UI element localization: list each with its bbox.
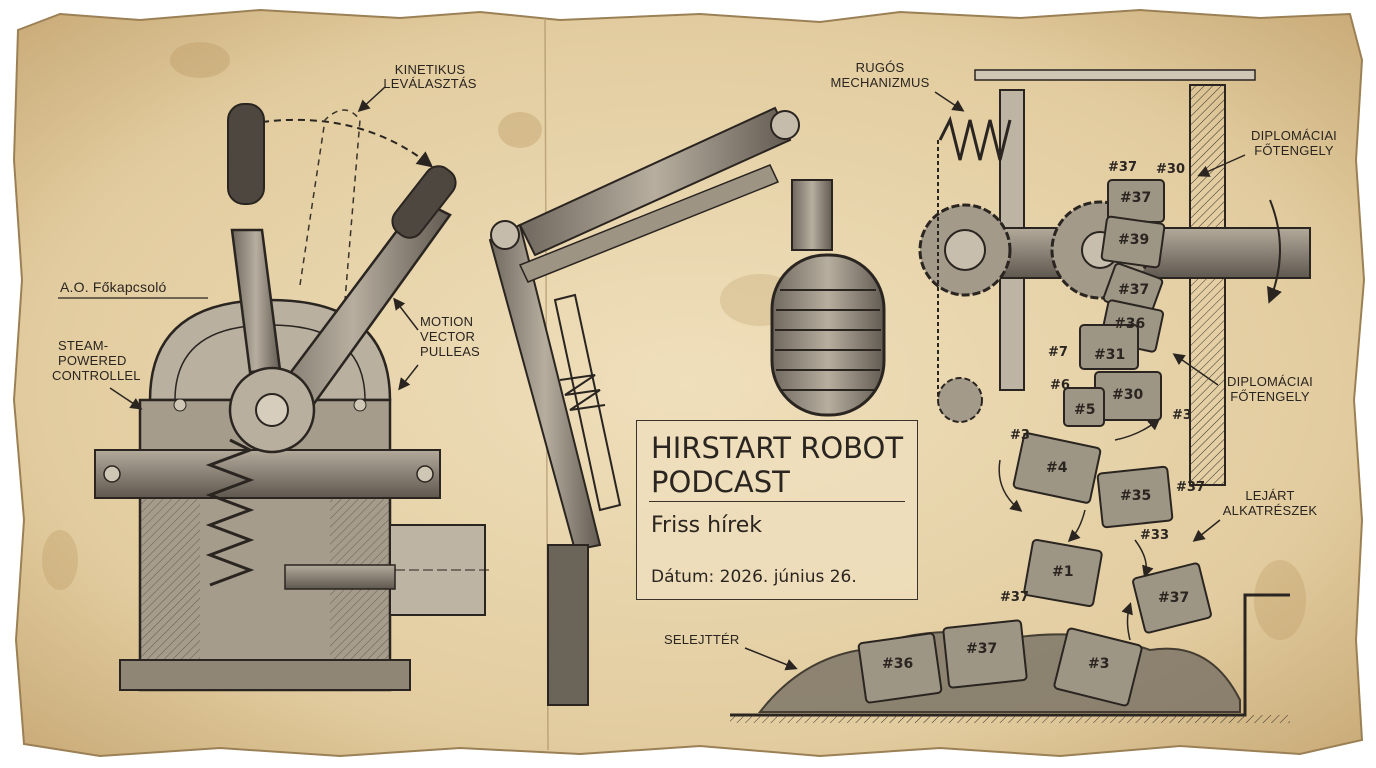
label-kinetikus: KINETIKUS [394,62,466,77]
tag-39-case: #39 [1118,232,1150,248]
label-motion-1: MOTION [420,314,474,329]
tag-37-low: #37 [1000,590,1029,605]
podcast-title-card: HIRSTART ROBOT PODCAST Friss hírek Dátum… [636,420,918,600]
tag-30-case: #30 [1112,387,1144,403]
tag-1-case: #1 [1052,564,1074,580]
podcast-date: Dátum: 2026. június 26. [651,567,857,587]
label-steam-2: POWERED [58,353,127,368]
tag-3-right: #3 [1172,408,1192,423]
tag-35-case: #35 [1120,488,1152,504]
tag-37-case: #37 [1120,190,1152,206]
title-divider [649,501,905,502]
tag-6: #6 [1050,378,1070,393]
tag-30-top: #30 [1156,162,1185,177]
tag-3-heap: #3 [1088,656,1110,672]
label-fotengely-1b: FŐTENGELY [1254,143,1334,158]
tag-36-heap: #36 [882,656,914,672]
label-selejtter: SELEJTTÉR [664,632,740,647]
tag-37-top: #37 [1108,160,1137,175]
label-rugos-1: RUGÓS [855,60,905,75]
label-steam-3: CONTROLLEL [52,368,141,383]
podcast-title-line-2: PODCAST [651,465,790,499]
label-diplomaciai-2a: DIPLOMÁCIAI [1227,374,1313,389]
tag-3-left: #3 [1010,428,1030,443]
label-diplomaciai-1a: DIPLOMÁCIAI [1251,128,1337,143]
label-lejart-2: ALKATRÉSZEK [1222,503,1318,518]
label-motion-2: VECTOR [420,329,476,344]
label-rugos-2: MECHANIZMUS [830,75,930,90]
tag-33: #33 [1140,528,1169,543]
tag-37-side: #37 [1176,480,1205,495]
tag-4-case: #4 [1046,460,1068,476]
tag-37-falling: #37 [1158,590,1190,606]
label-motion-3: PULLEAS [420,344,480,359]
tag-5-case: #5 [1074,402,1096,418]
label-lejart-1: LEJÁRT [1245,488,1295,503]
tag-36-case: #36 [1114,316,1146,332]
label-fotengely-2b: FŐTENGELY [1230,389,1310,404]
podcast-title-line-1: HIRSTART ROBOT [651,431,904,465]
podcast-title: HIRSTART ROBOT PODCAST [651,431,911,499]
label-levalasztas: LEVÁLASZTÁS [383,76,477,91]
tag-31-case: #31 [1094,347,1126,363]
tag-37-tilted: #37 [1118,282,1150,298]
label-fokapcsolo: A.O. Főkapcsoló [60,279,167,295]
tag-7: #7 [1048,345,1068,360]
tag-37-heap: #37 [966,641,998,657]
label-steam-1: STEAM- [58,338,109,353]
podcast-subtitle: Friss hírek [651,513,763,538]
